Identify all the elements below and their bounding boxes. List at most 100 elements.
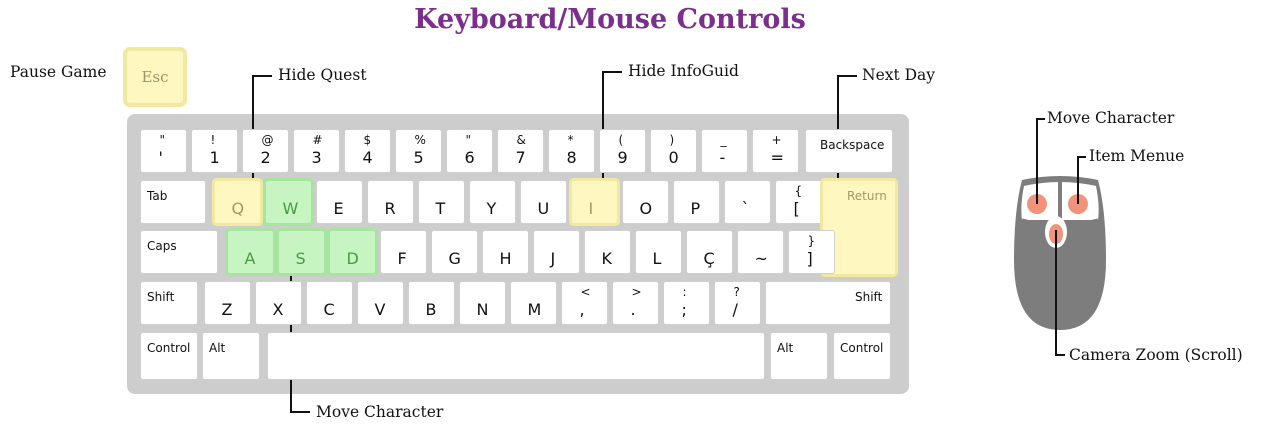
key-8[interactable] [549,130,594,172]
key-shift-symbol: ( [618,133,624,147]
callout-line-move-kbd-v [290,253,292,412]
key-r[interactable] [368,181,413,223]
callout-line-move-mouse-v [1036,118,1038,204]
key-p[interactable] [674,181,719,223]
key-shift-symbol: _ [720,133,727,147]
key-w[interactable] [266,181,311,223]
key-e[interactable] [317,181,362,223]
key-shift-symbol: $ [363,133,372,147]
key-label: Control [840,341,884,355]
key-slash[interactable] [715,282,760,324]
key-label: D [346,249,359,268]
key-space[interactable] [268,333,764,379]
key-shift-symbol: { [794,184,803,198]
key-h[interactable] [483,231,528,273]
key-return[interactable] [823,181,895,274]
key-z[interactable] [205,282,250,324]
key-7[interactable] [498,130,543,172]
key-shift[interactable] [766,282,890,324]
key-main-symbol: 8 [566,148,577,167]
key-comma[interactable] [562,282,607,324]
key-control[interactable] [834,333,890,379]
key-label: ` [741,199,750,218]
key-label: X [272,300,284,319]
key-f[interactable] [381,231,426,273]
key-n[interactable] [460,282,505,324]
key-tab[interactable] [141,181,205,223]
key-2[interactable] [243,130,288,172]
key-label: I [588,199,594,218]
callout-move-character-mouse: Move Character [1047,109,1175,127]
key-shift-symbol: " [159,133,166,147]
key-label: ~ [754,249,768,268]
key-alt[interactable] [203,333,259,379]
key-l[interactable] [636,231,681,273]
key-main-symbol: 4 [362,148,373,167]
key-shift[interactable] [141,282,197,324]
key-backspace[interactable] [806,130,892,172]
key-minus[interactable] [702,130,747,172]
callout-line-hide-quest [252,75,272,77]
key-s[interactable] [279,231,324,273]
key-j[interactable] [534,231,579,273]
key-label: Return [847,189,887,203]
key-lbracket[interactable] [776,181,821,223]
key-main-symbol: 5 [413,148,424,167]
key-9[interactable] [600,130,645,172]
key-label: K [601,249,613,268]
key-i[interactable] [572,181,617,223]
key-label: Ç [703,249,715,268]
key-v[interactable] [358,282,403,324]
key-shift-symbol: @ [261,133,274,147]
key-y[interactable] [470,181,515,223]
key-5[interactable] [396,130,441,172]
key-k[interactable] [585,231,630,273]
key-0[interactable] [651,130,696,172]
key-tilde[interactable] [738,231,783,273]
key-main-symbol: = [770,148,784,167]
key-main-symbol: ' [158,148,163,167]
key-t[interactable] [419,181,464,223]
callout-next-day: Next Day [862,66,936,84]
key-x[interactable] [256,282,301,324]
key-c[interactable] [307,282,352,324]
key-a[interactable] [228,231,273,273]
key-label: R [384,199,396,218]
key-label: A [244,249,256,268]
key-backtick[interactable] [725,181,770,223]
key-main-symbol: ] [806,249,813,268]
key-d[interactable] [330,231,375,273]
key-control[interactable] [141,333,197,379]
key-c-cedilla[interactable] [687,231,732,273]
key-1[interactable] [192,130,237,172]
key-main-symbol: / [732,300,738,319]
key-shift-symbol: & [516,133,526,147]
mouse-icon [1014,176,1106,330]
key-shift-symbol: > [631,285,642,299]
callout-hide-quest: Hide Quest [278,66,367,84]
key-equals[interactable] [753,130,798,172]
key-3[interactable] [294,130,339,172]
key-6[interactable] [447,130,492,172]
key-label: J [550,249,556,268]
key-rbracket[interactable] [789,231,834,273]
key-label: W [282,199,299,218]
key-main-symbol: , [579,300,585,319]
esc-key[interactable]: Esc [127,51,183,103]
key-q[interactable] [215,181,260,223]
key-o[interactable] [623,181,668,223]
key-label: F [397,249,407,268]
key-u[interactable] [521,181,566,223]
key-b[interactable] [409,282,454,324]
key-period[interactable] [613,282,658,324]
key-4[interactable] [345,130,390,172]
key-label: U [537,199,550,218]
key-m[interactable] [511,282,556,324]
key-semicolon[interactable] [664,282,709,324]
key-shift-symbol: " [465,133,472,147]
key-g[interactable] [432,231,477,273]
key-apostrophe[interactable] [141,130,186,172]
key-caps[interactable] [141,231,217,273]
callout-line-next-day [837,75,857,77]
key-alt[interactable] [771,333,827,379]
